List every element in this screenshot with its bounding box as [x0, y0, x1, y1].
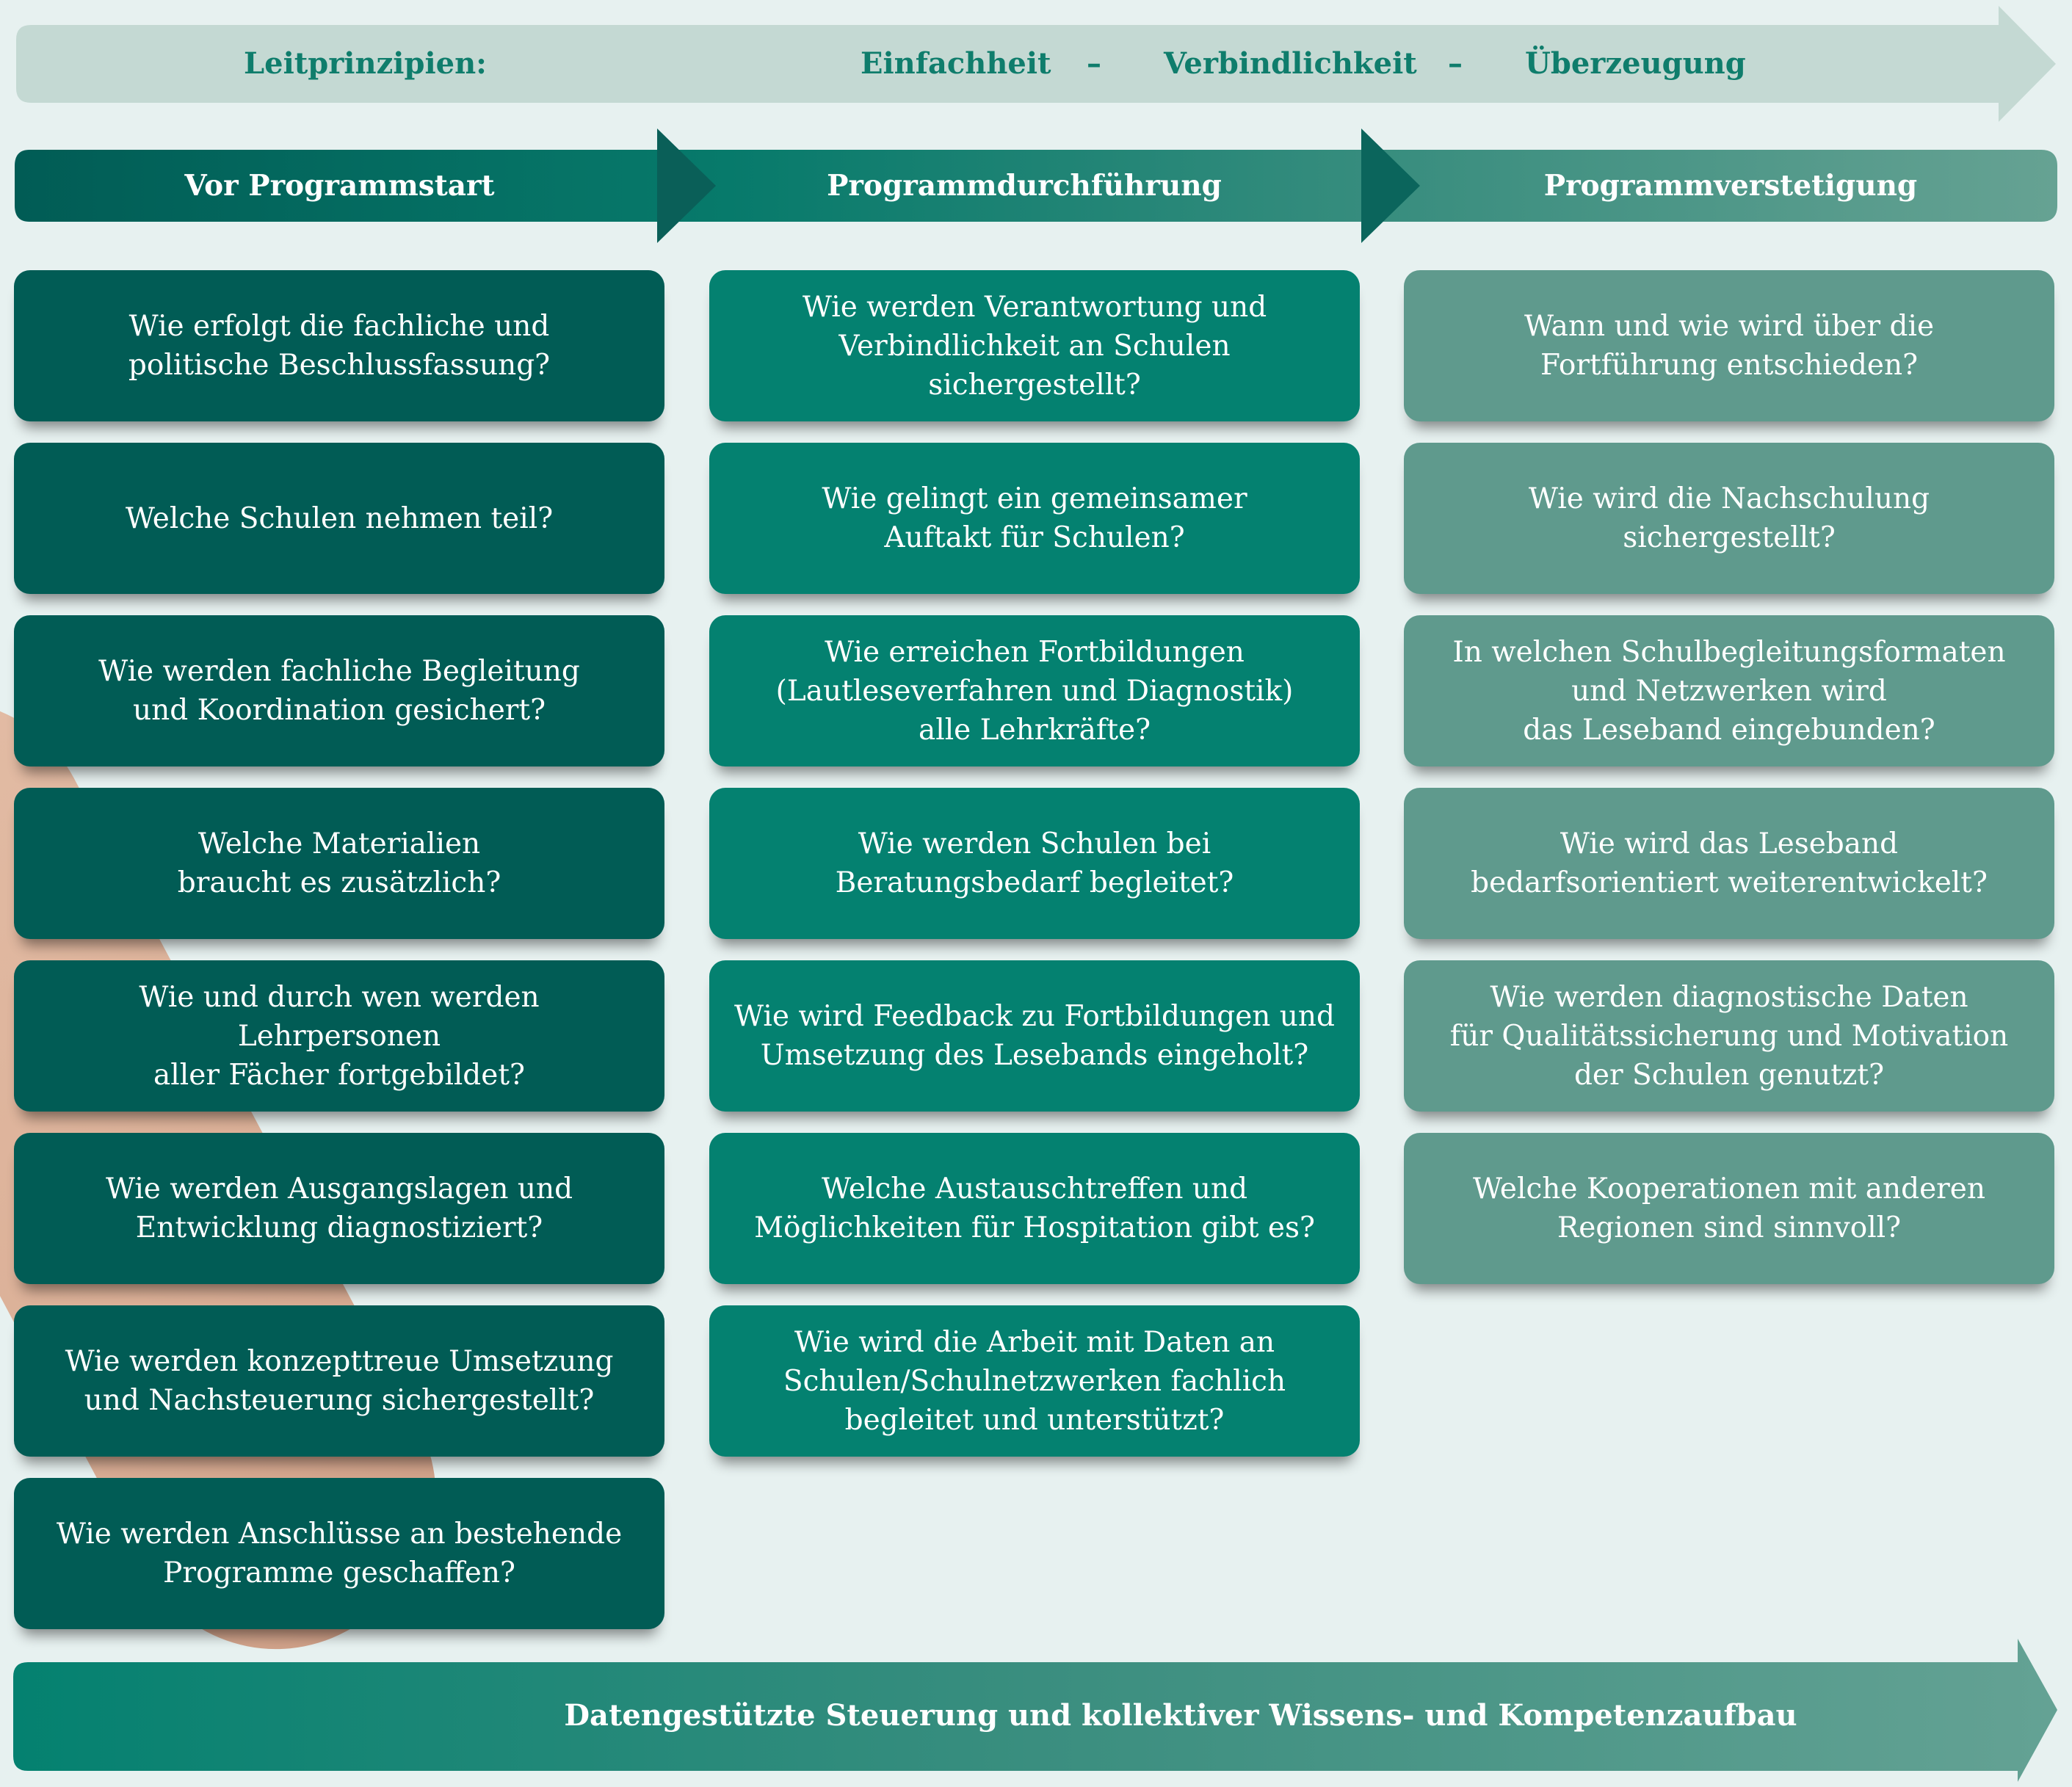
footer-label: Datengestützte Steuerung und kollektiver… [564, 1698, 1797, 1733]
guiding-principles-arrow: Leitprinzipien: Einfachheit – Verbindlic… [16, 6, 2056, 122]
footer-arrow: Datengestützte Steuerung und kollektiver… [13, 1639, 2057, 1782]
question-card: Welche Kooperationen mit anderen Regione… [1404, 1133, 2054, 1284]
question-text: Wie gelingt ein gemeinsamer Auftakt für … [822, 482, 1247, 554]
question-card: Wie werden Anschlüsse an bestehende Prog… [14, 1478, 664, 1629]
question-text: Welche Austauschtreffen und Möglichkeite… [754, 1172, 1315, 1244]
phase-implementation: Programmdurchführung [827, 169, 1222, 203]
question-text: Wie wird Feedback zu Fortbildungen und U… [733, 1000, 1335, 1072]
question-card: Wie erfolgt die fachliche und politische… [14, 270, 664, 421]
question-text: Wie werden Verantwortung und Verbindlich… [802, 290, 1267, 402]
question-text: Welche Kooperationen mit anderen Regione… [1472, 1172, 1985, 1244]
question-text: Wie und durch wen werden Lehrpersonen al… [139, 980, 540, 1092]
question-card: Wie wird das Leseband bedarfsorientiert … [1404, 788, 2054, 939]
question-card: Welche Austauschtreffen und Möglichkeite… [709, 1133, 1360, 1284]
question-card: Welche Schulen nehmen teil? [14, 443, 664, 594]
principle-simplicity: Einfachheit [861, 46, 1051, 81]
principle-commitment: Verbindlichkeit [1164, 46, 1417, 81]
question-card: Wie wird Feedback zu Fortbildungen und U… [709, 960, 1360, 1112]
question-card: Wie werden Ausgangslagen und Entwicklung… [14, 1133, 664, 1284]
question-text: Wie wird das Leseband bedarfsorientiert … [1471, 827, 1988, 899]
question-text: Wie werden konzepttreue Umsetzung und Na… [65, 1345, 614, 1417]
question-card: Welche Materialien braucht es zusätzlich… [14, 788, 664, 939]
question-card: Wie werden fachliche Begleitung und Koor… [14, 615, 664, 766]
question-text: Wie werden fachliche Begleitung und Koor… [98, 655, 580, 727]
question-text: Wie erreichen Fortbildungen (Lautlesever… [775, 635, 1294, 747]
question-text: Wie werden diagnostische Daten für Quali… [1449, 980, 2009, 1092]
phase-header: Vor Programmstart Programmdurchführung P… [15, 128, 2057, 243]
principle-separator-1: – [1087, 46, 1101, 81]
question-text: Wann und wie wird über die Fortführung e… [1524, 310, 1935, 382]
question-text: Wie wird die Nachschulung sichergestellt… [1528, 482, 1930, 554]
phase-consolidation: Programmverstetigung [1543, 169, 1918, 203]
question-card: Wie gelingt ein gemeinsamer Auftakt für … [709, 443, 1360, 594]
principle-conviction: Überzeugung [1525, 46, 1746, 81]
principles-label: Leitprinzipien: [244, 46, 487, 81]
question-text: Welche Materialien braucht es zusätzlich… [177, 827, 501, 899]
question-text: Wie werden Anschlüsse an bestehende Prog… [56, 1518, 623, 1590]
question-card: Wie werden konzepttreue Umsetzung und Na… [14, 1305, 664, 1457]
principle-separator-2: – [1448, 46, 1463, 81]
question-text: Wie wird die Arbeit mit Daten an Schulen… [783, 1325, 1286, 1437]
question-card: Wie werden Schulen bei Beratungsbedarf b… [709, 788, 1360, 939]
question-text: Wie werden Schulen bei Beratungsbedarf b… [835, 827, 1234, 899]
question-card: Wie werden Verantwortung und Verbindlich… [709, 270, 1360, 421]
question-card: Wie werden diagnostische Daten für Quali… [1404, 960, 2054, 1112]
question-text: Welche Schulen nehmen teil? [125, 501, 554, 535]
phase-before-start: Vor Programmstart [184, 169, 495, 203]
question-text: Wie werden Ausgangslagen und Entwicklung… [105, 1172, 573, 1244]
question-card: Wie wird die Nachschulung sichergestellt… [1404, 443, 2054, 594]
question-card: Wann und wie wird über die Fortführung e… [1404, 270, 2054, 421]
question-card: In welchen Schulbegleitungsformaten und … [1404, 615, 2054, 766]
question-card: Wie wird die Arbeit mit Daten an Schulen… [709, 1305, 1360, 1457]
question-text: Wie erfolgt die fachliche und politische… [128, 310, 551, 382]
question-text: In welchen Schulbegleitungsformaten und … [1452, 635, 2006, 747]
question-card: Wie und durch wen werden Lehrpersonen al… [14, 960, 664, 1112]
question-card: Wie erreichen Fortbildungen (Lautlesever… [709, 615, 1360, 766]
